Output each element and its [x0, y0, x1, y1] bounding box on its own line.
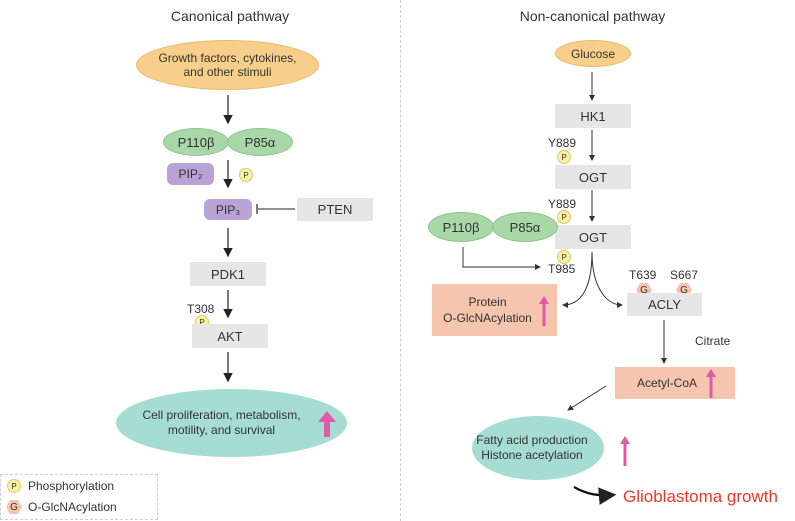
p85a-node: P85α: [227, 128, 293, 156]
stimuli-node: Growth factors, cytokines, and other sti…: [136, 40, 319, 90]
arrow-ogt-to-acly: [591, 251, 623, 308]
p85a-node-2: P85α: [492, 212, 558, 242]
canonical-title: Canonical pathway: [170, 8, 290, 24]
pathway-divider: [400, 0, 401, 521]
pdk1-node: PDK1: [190, 262, 266, 286]
ogt-node-2: OGT: [555, 225, 631, 249]
p110b-node-2: P110β: [428, 212, 494, 242]
t308-label: T308: [187, 302, 215, 316]
phospho-badge: P: [557, 250, 571, 264]
t985-label: T985: [548, 262, 576, 276]
cell-outcome-node: Cell proliferation, metabolism, motility…: [116, 389, 347, 457]
citrate-label: Citrate: [695, 334, 731, 348]
hk1-node: HK1: [555, 104, 631, 128]
protein-glcnacylation-node: Protein O-GlcNAcylation: [432, 284, 557, 336]
arrow-pi3k-to-t985: [462, 247, 541, 270]
arrow-fatty-to-glioblastoma: [573, 486, 617, 505]
y889-label: Y889: [548, 136, 577, 150]
outcome-line1: Cell proliferation, metabolism,: [142, 408, 301, 422]
glucose-node: Glucose: [555, 40, 631, 67]
upregulation-arrow-icon: [706, 369, 716, 398]
pten-node: PTEN: [297, 198, 373, 221]
glioblastoma-growth-label: Glioblastoma growth: [623, 487, 778, 506]
y889-label: Y889: [548, 197, 577, 211]
protein-line1: Protein: [468, 295, 507, 309]
fatty-line2: Histone acetylation: [481, 448, 583, 462]
noncanonical-title: Non-canonical pathway: [519, 8, 666, 24]
acly-node: ACLY: [627, 293, 702, 316]
stimuli-line2: and other stimuli: [183, 65, 272, 79]
arrow-ogt-to-protein: [562, 251, 593, 308]
stimuli-line1: Growth factors, cytokines,: [158, 51, 297, 65]
upregulation-arrow-icon: [318, 411, 336, 437]
phospho-badge: P: [557, 210, 571, 224]
upregulation-arrow-icon: [620, 436, 630, 466]
legend-phospho-icon: P: [7, 479, 21, 493]
ogt-node: OGT: [555, 165, 631, 189]
acetyl-coa-node: Acetyl-CoA: [615, 367, 735, 399]
fatty-line1: Fatty acid production: [476, 433, 588, 447]
outcome-line2: motility, and survival: [167, 423, 276, 437]
pip2-node: PIP₂: [167, 163, 214, 185]
legend-box: [0, 474, 158, 520]
akt-node: AKT: [192, 324, 268, 348]
legend-phosphorylation-label: Phosphorylation: [28, 479, 115, 493]
phospho-badge: P: [557, 150, 571, 164]
fatty-acid-node: Fatty acid production Histone acetylatio…: [472, 416, 604, 480]
s667-label: S667: [670, 268, 699, 282]
pip3-node: PIP₃: [204, 199, 252, 220]
protein-line2: O-GlcNAcylation: [443, 311, 532, 325]
legend-glcnac-icon: G: [6, 500, 22, 514]
arrow-acetyl-to-fatty: [567, 385, 607, 411]
t639-label: T639: [629, 268, 657, 282]
phospho-badge: P: [239, 168, 253, 182]
upregulation-arrow-icon: [539, 296, 549, 326]
p110b-node: P110β: [163, 128, 229, 156]
legend-glcnacylation-label: O-GlcNAcylation: [28, 500, 117, 514]
acetyl-coa-label: Acetyl-CoA: [636, 376, 698, 390]
